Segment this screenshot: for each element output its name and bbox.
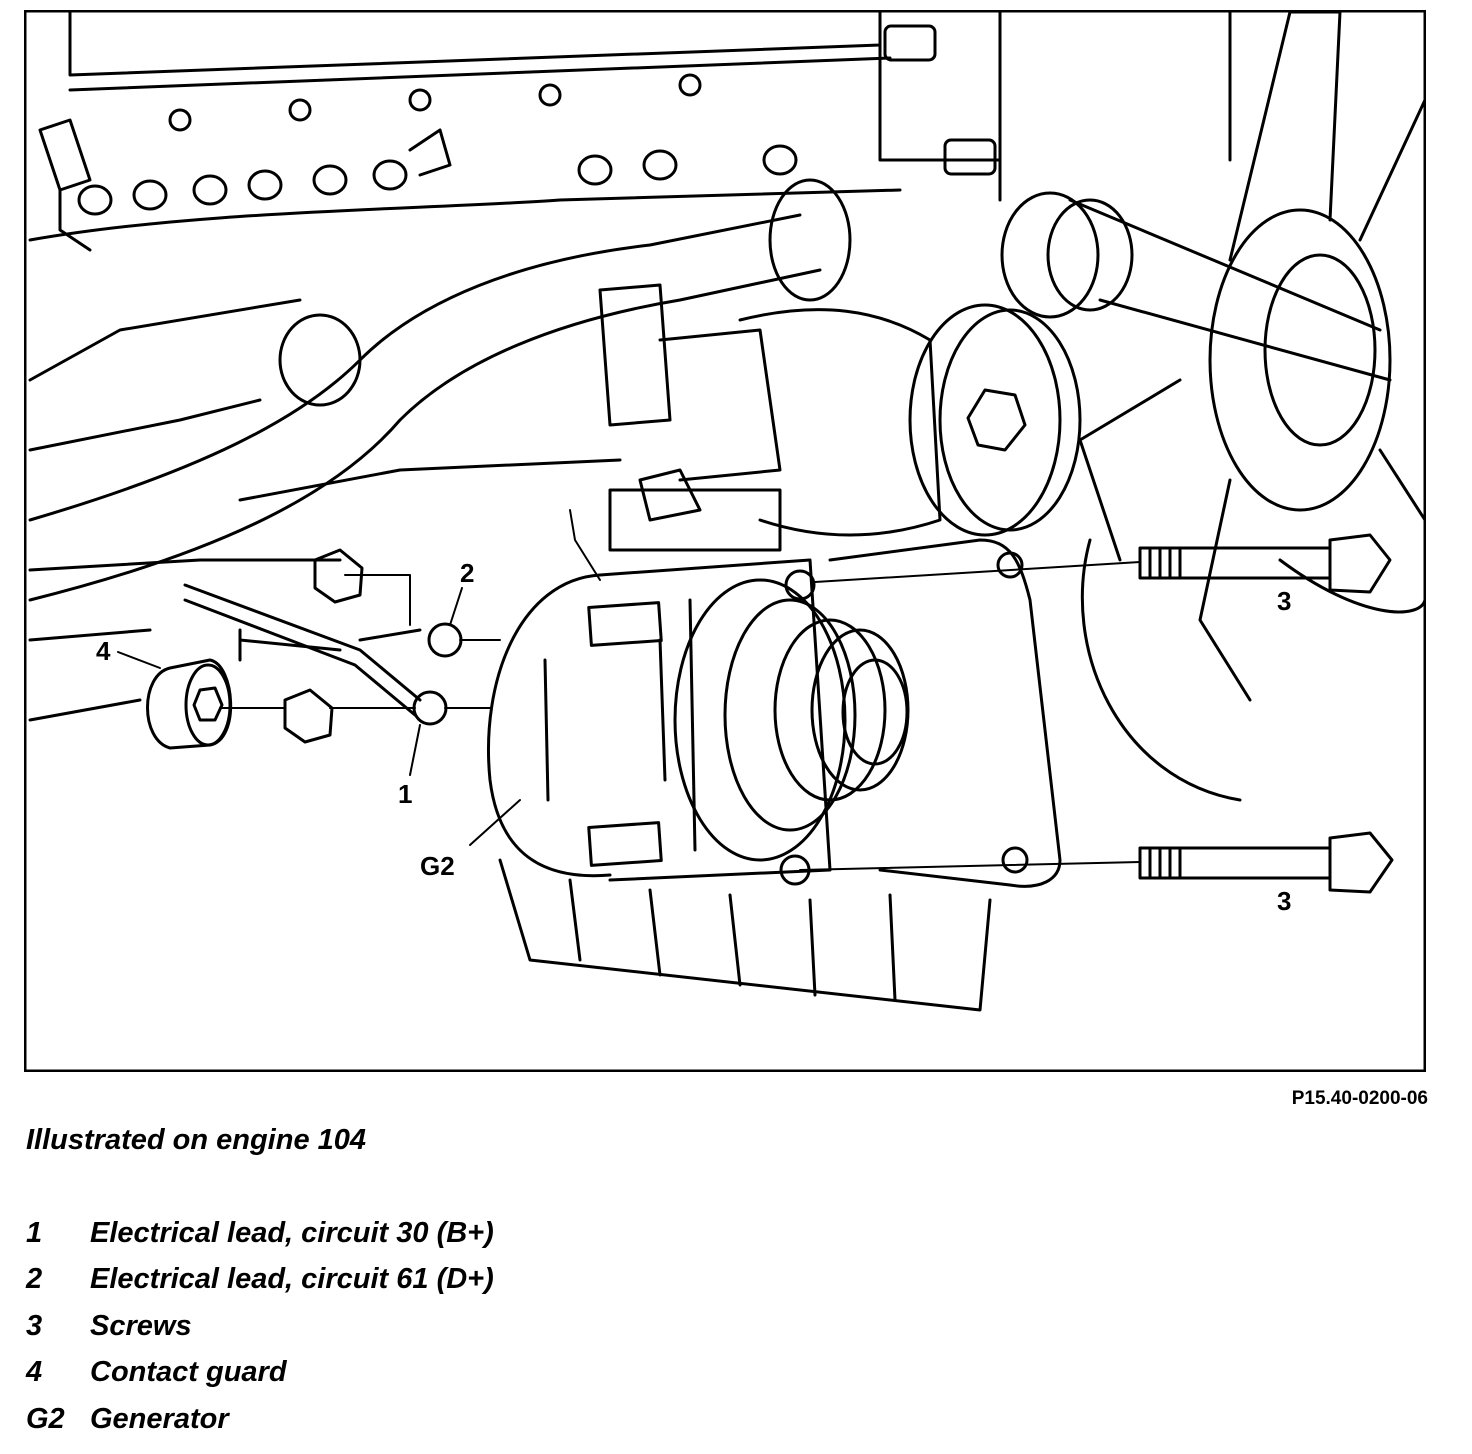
- legend: 1 Electrical lead, circuit 30 (B+) 2 Ele…: [26, 1210, 494, 1443]
- leader-4: [117, 651, 161, 669]
- legend-text: Electrical lead, circuit 30 (B+): [90, 1216, 494, 1249]
- pulley-assembly: [908, 191, 1392, 537]
- callout-1: 1: [398, 779, 412, 809]
- legend-item: 1 Electrical lead, circuit 30 (B+): [26, 1210, 494, 1257]
- legend-text: Electrical lead, circuit 61 (D+): [90, 1263, 494, 1296]
- legend-item: G2 Generator: [26, 1396, 494, 1443]
- legend-key: 1: [26, 1216, 43, 1249]
- legend-text: Generator: [90, 1402, 229, 1435]
- generator-bracket: [828, 538, 1062, 888]
- legend-key: 2: [26, 1263, 43, 1296]
- engine-block: [28, 10, 1232, 722]
- leader-g2: [469, 799, 521, 846]
- figure-reference: P15.40-0200-06: [1291, 1088, 1428, 1109]
- callout-4: 4: [96, 636, 111, 666]
- legend-text: Contact guard: [90, 1356, 287, 1389]
- legend-key: G2: [26, 1402, 65, 1435]
- generator: [487, 558, 992, 1012]
- legend-text: Screws: [90, 1309, 192, 1342]
- nut-upper: [313, 548, 364, 604]
- generator-diagram: 1 2 3 3 4 G2: [24, 10, 1426, 1072]
- legend-item: 2 Electrical lead, circuit 61 (D+): [26, 1257, 494, 1304]
- callout-g2: G2: [420, 851, 455, 881]
- alignment-lines: [219, 509, 1141, 871]
- legend-item: 3 Screws: [26, 1303, 494, 1350]
- nut-lower: [283, 688, 334, 744]
- coolant-hose: [28, 128, 852, 602]
- callout-3-upper: 3: [1277, 586, 1291, 616]
- contact-guard: [146, 658, 233, 750]
- leader-1: [409, 724, 421, 776]
- legend-key: 4: [26, 1356, 43, 1389]
- legend-key: 3: [26, 1309, 43, 1342]
- callout-2: 2: [460, 558, 474, 588]
- legend-item: 4 Contact guard: [26, 1350, 494, 1397]
- leader-2: [449, 587, 463, 626]
- callout-3-lower: 3: [1277, 886, 1291, 916]
- illustration-note: Illustrated on engine 104: [26, 1124, 367, 1156]
